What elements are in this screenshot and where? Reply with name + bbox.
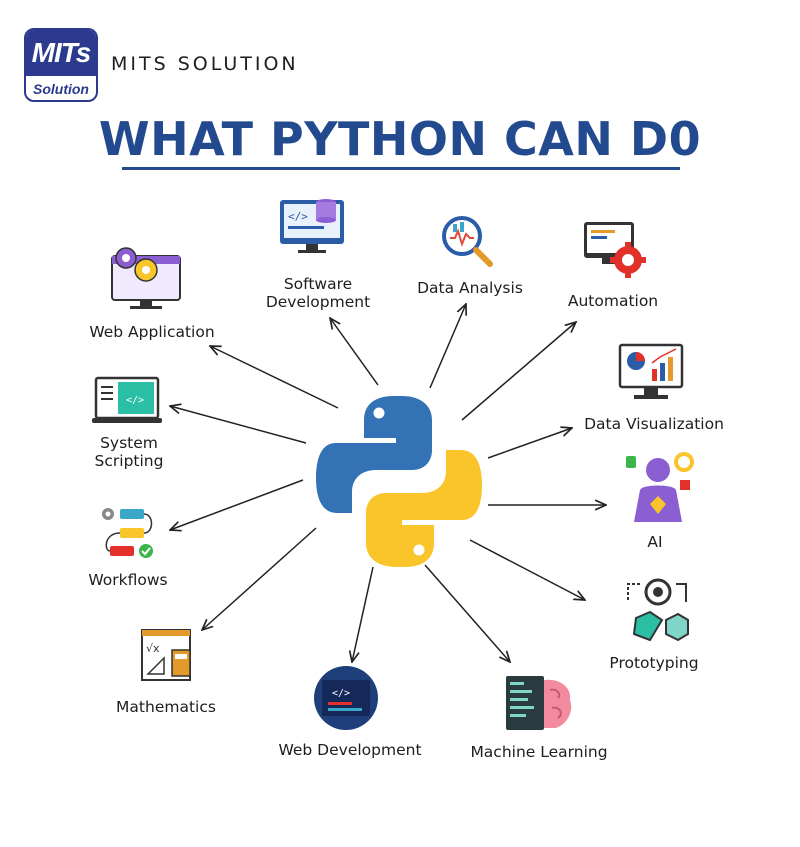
data-visualization-icon [618, 343, 684, 399]
svg-text:</>: </> [288, 210, 308, 223]
data-analysis-icon [442, 216, 493, 267]
label-web-application: Web Application [89, 323, 215, 341]
web-development-icon: </> [314, 666, 378, 730]
arrow-prototyping [469, 539, 585, 600]
arrow-system-scripting [170, 406, 307, 444]
page-title: WHAT PYTHON CAN D0 [98, 112, 702, 166]
arrow-mathematics [202, 527, 317, 630]
arrow-automation [461, 322, 576, 421]
ai-icon [626, 452, 694, 522]
python-logo-icon [316, 396, 482, 567]
label-data-visualization: Data Visualization [584, 415, 724, 433]
prototyping-icon [627, 578, 689, 642]
label-ai: AI [647, 533, 663, 551]
title-underline [122, 167, 680, 170]
arrow-data-analysis [429, 304, 466, 389]
label-web-development: Web Development [278, 741, 422, 759]
label-software-development: Software Development [265, 275, 371, 311]
label-workflows: Workflows [88, 571, 168, 589]
brand-name: MITS SOLUTION [111, 53, 299, 75]
machine-learning-icon [506, 676, 572, 730]
software-development-icon: </> [280, 199, 344, 253]
label-prototyping: Prototyping [609, 654, 699, 672]
label-automation: Automation [567, 292, 659, 310]
svg-text:√x: √x [146, 642, 160, 655]
system-scripting-icon: </> [92, 376, 162, 423]
arrow-software-development [330, 318, 379, 386]
arrow-data-visualization [487, 428, 572, 459]
label-system-scripting: System Scripting [94, 434, 164, 470]
svg-text:</>: </> [332, 688, 350, 699]
automation-icon [584, 222, 646, 278]
brand-logo: MITs Solution [24, 28, 98, 102]
mathematics-icon: √x [141, 629, 191, 681]
web-application-icon [111, 247, 181, 309]
label-data-analysis: Data Analysis [417, 279, 523, 297]
label-mathematics: Mathematics [116, 698, 216, 716]
logo-mark: MITs [26, 30, 96, 76]
workflows-icon [102, 508, 153, 558]
arrow-web-development [352, 566, 374, 662]
arrow-machine-learning [424, 564, 510, 662]
logo-subtext: Solution [33, 81, 89, 97]
label-machine-learning: Machine Learning [470, 743, 608, 761]
arrow-workflows [170, 479, 304, 530]
svg-text:</>: </> [126, 395, 144, 406]
arrow-web-application [210, 346, 339, 409]
arrows [170, 304, 606, 662]
